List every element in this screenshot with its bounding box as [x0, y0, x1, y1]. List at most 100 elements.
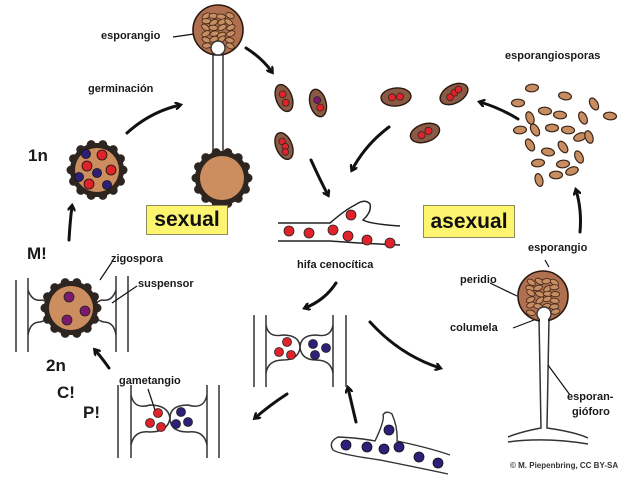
- wall-ornament: [115, 154, 125, 164]
- zygospore-2n: [15, 276, 129, 352]
- arrow-to-left-gametangia: [255, 392, 289, 418]
- spore: [225, 30, 236, 37]
- spore: [226, 24, 236, 31]
- sexual-label: sexual: [146, 205, 228, 235]
- sporangiospore: [602, 111, 618, 121]
- leader-zigospora: [99, 261, 113, 281]
- sporangiospore: [530, 158, 546, 168]
- label-esporangioforo-2: gióforo: [572, 406, 610, 418]
- label-gametangio: gametangio: [119, 375, 181, 387]
- gametangia-left: [117, 385, 220, 458]
- spore: [549, 284, 560, 291]
- wall-ornament: [191, 173, 201, 183]
- spore: [550, 291, 561, 298]
- sporangiospore: [557, 91, 573, 101]
- spore: [526, 278, 536, 286]
- label-cariogamia: C!: [57, 383, 75, 402]
- label-esporangioforo-1: esporan-: [567, 391, 614, 403]
- sporangiospore: [565, 166, 579, 176]
- wall-ornament: [76, 185, 86, 195]
- wall-ornament: [108, 185, 118, 195]
- label-plasmogamia: P!: [83, 403, 100, 422]
- wall-ornament: [194, 184, 204, 194]
- arrow-to-asexual: [368, 320, 440, 368]
- gametangia-center: [253, 315, 347, 387]
- sporangiospore: [548, 170, 564, 180]
- leader-esporangio-top: [172, 33, 195, 38]
- cycle-arrows: [69, 46, 582, 424]
- label-columela: columela: [450, 322, 498, 334]
- wall-ornament: [240, 184, 250, 194]
- arrow-germination: [125, 105, 180, 135]
- label-2n: 2n: [46, 356, 66, 375]
- wall-ornament: [60, 278, 70, 288]
- wall-ornament: [194, 162, 204, 172]
- wall-ornament: [223, 148, 233, 158]
- wall-ornament: [86, 190, 96, 200]
- sporangiospore: [560, 125, 576, 135]
- wall-ornament: [82, 283, 92, 293]
- spore: [201, 30, 211, 38]
- wall-ornament: [43, 292, 53, 302]
- wall-ornament: [211, 148, 221, 158]
- label-hifa-cenocitica: hifa cenocítica: [297, 259, 374, 271]
- sporangiospore: [529, 123, 541, 137]
- label-meiosis: M!: [27, 244, 47, 263]
- sporangiospore: [577, 111, 589, 125]
- label-suspensor: suspensor: [138, 278, 194, 290]
- sporangiospore: [512, 125, 528, 135]
- germinating-zygospore: [191, 148, 253, 208]
- credit-line: © M. Piepenbring, CC BY-SA: [510, 461, 619, 470]
- sporangiospore: [510, 98, 526, 108]
- germinating-spores: [274, 82, 469, 161]
- label-zigospora: zigospora: [111, 253, 163, 265]
- sporangiospore: [524, 138, 536, 152]
- sporangium-right: [507, 270, 589, 445]
- wall-ornament: [66, 165, 76, 175]
- coenocytic-hypha-minus: [330, 411, 451, 475]
- sporangiospore: [584, 130, 594, 144]
- coenocytic-hypha-plus: [278, 200, 401, 249]
- wall-ornament: [72, 278, 82, 288]
- leader-peridio: [489, 282, 518, 297]
- label-esporangio-right: esporangio: [528, 242, 588, 254]
- spore: [209, 19, 219, 27]
- label-germinacion: germinación: [88, 83, 154, 95]
- label-peridio: peridio: [460, 274, 497, 286]
- spore: [533, 284, 543, 292]
- sporangiospore: [555, 159, 571, 169]
- sporangiospore: [524, 83, 540, 93]
- wall-ornament: [43, 314, 53, 324]
- sporangiospore: [588, 97, 600, 111]
- spore: [549, 297, 560, 304]
- sporangiospore: [573, 150, 585, 164]
- wall-ornament: [86, 140, 96, 150]
- arrow-sporangium-to-cloud: [576, 190, 582, 234]
- wall-ornament: [72, 328, 82, 338]
- wall-ornament: [201, 193, 211, 203]
- spore: [201, 42, 212, 49]
- arrow-to-spores: [244, 46, 272, 72]
- spore: [526, 309, 536, 316]
- zygospore-2n-body: [40, 278, 102, 338]
- wall-ornament: [50, 283, 60, 293]
- sporangiospore: [537, 106, 553, 116]
- arrow-hypha-to-gametangia: [305, 281, 338, 308]
- wall-ornament: [50, 323, 60, 333]
- spore: [225, 12, 235, 19]
- sporangiospore: [552, 110, 568, 120]
- wall-ornament: [233, 193, 243, 203]
- wall-ornament: [69, 154, 79, 164]
- wall-ornament: [108, 145, 118, 155]
- sporangiospore: [534, 173, 544, 187]
- arrow-meiosis: [69, 206, 72, 242]
- sporangiospore: [557, 140, 569, 154]
- wall-ornament: [82, 323, 92, 333]
- wall-ornament: [92, 303, 102, 313]
- arrow-spores-to-hypha-left: [309, 158, 328, 195]
- sporangiospore: [544, 123, 560, 133]
- arrow-minus-hypha-to-gametangia: [348, 388, 358, 424]
- leader-esporangioforo: [547, 364, 571, 396]
- leader-esporangio-right: [544, 259, 550, 268]
- wall-ornament: [89, 292, 99, 302]
